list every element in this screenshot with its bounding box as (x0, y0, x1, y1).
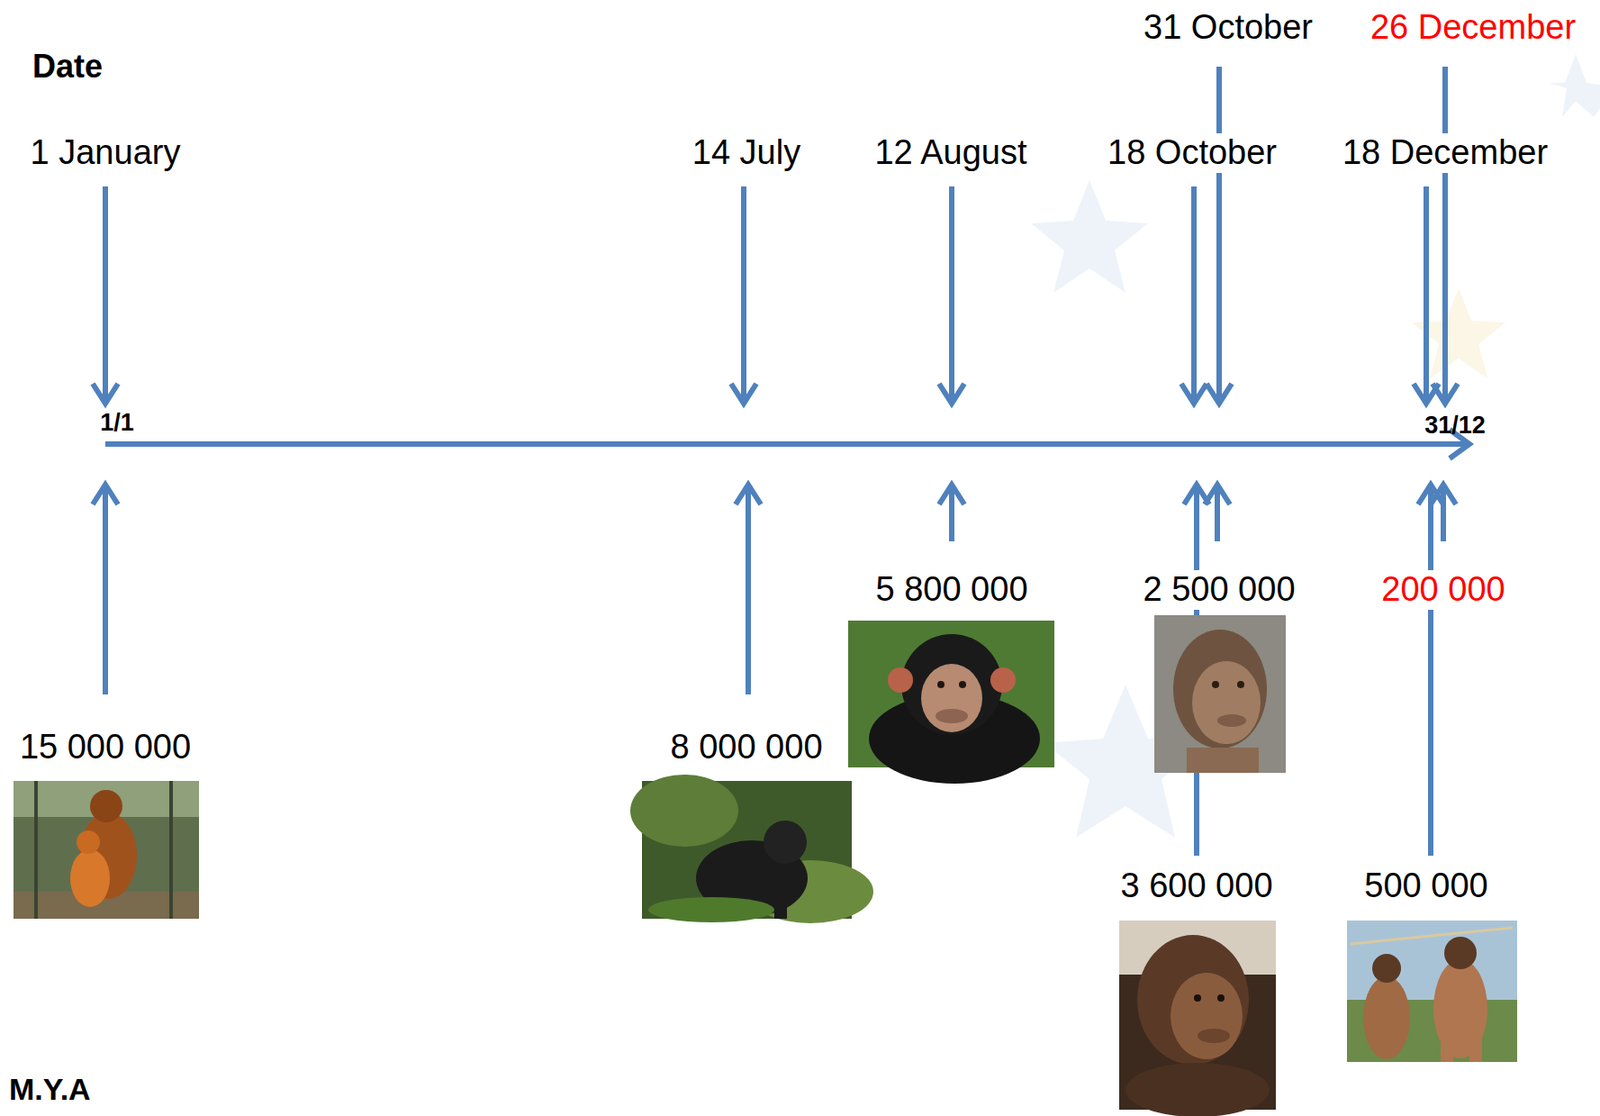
axis-label: 1/1 (99, 408, 135, 437)
orangutan-photo (13, 780, 199, 919)
date-label: 1 January (30, 133, 181, 173)
years-label: 15 000 000 (19, 727, 191, 768)
homo-habilis-photo (1154, 614, 1286, 773)
years-label: 3 600 000 (1120, 866, 1273, 906)
years-label: 200 000 (1377, 569, 1509, 610)
heading: Date (32, 47, 103, 85)
date-label: 12 August (874, 133, 1027, 173)
unit-label: M.Y.A (9, 1071, 91, 1107)
australopithecus-photo (1119, 920, 1276, 1116)
date-label: 18 December (1338, 133, 1552, 173)
years-label: 500 000 (1364, 866, 1488, 906)
axis-label: 31/12 (1424, 411, 1486, 440)
date-label: 18 October (1103, 133, 1281, 173)
gorilla-photo (630, 774, 874, 923)
timeline-arrows (92, 66, 1470, 856)
years-label: 5 800 000 (875, 569, 1028, 610)
homo-erectus-photo (1346, 920, 1518, 1062)
date-label: 14 July (692, 133, 801, 173)
years-label: 2 500 000 (1138, 569, 1299, 610)
chimpanzee-photo (848, 620, 1055, 784)
date-label: 26 December (1370, 8, 1576, 48)
years-label: 8 000 000 (669, 727, 823, 768)
date-label: 31 October (1143, 8, 1313, 48)
